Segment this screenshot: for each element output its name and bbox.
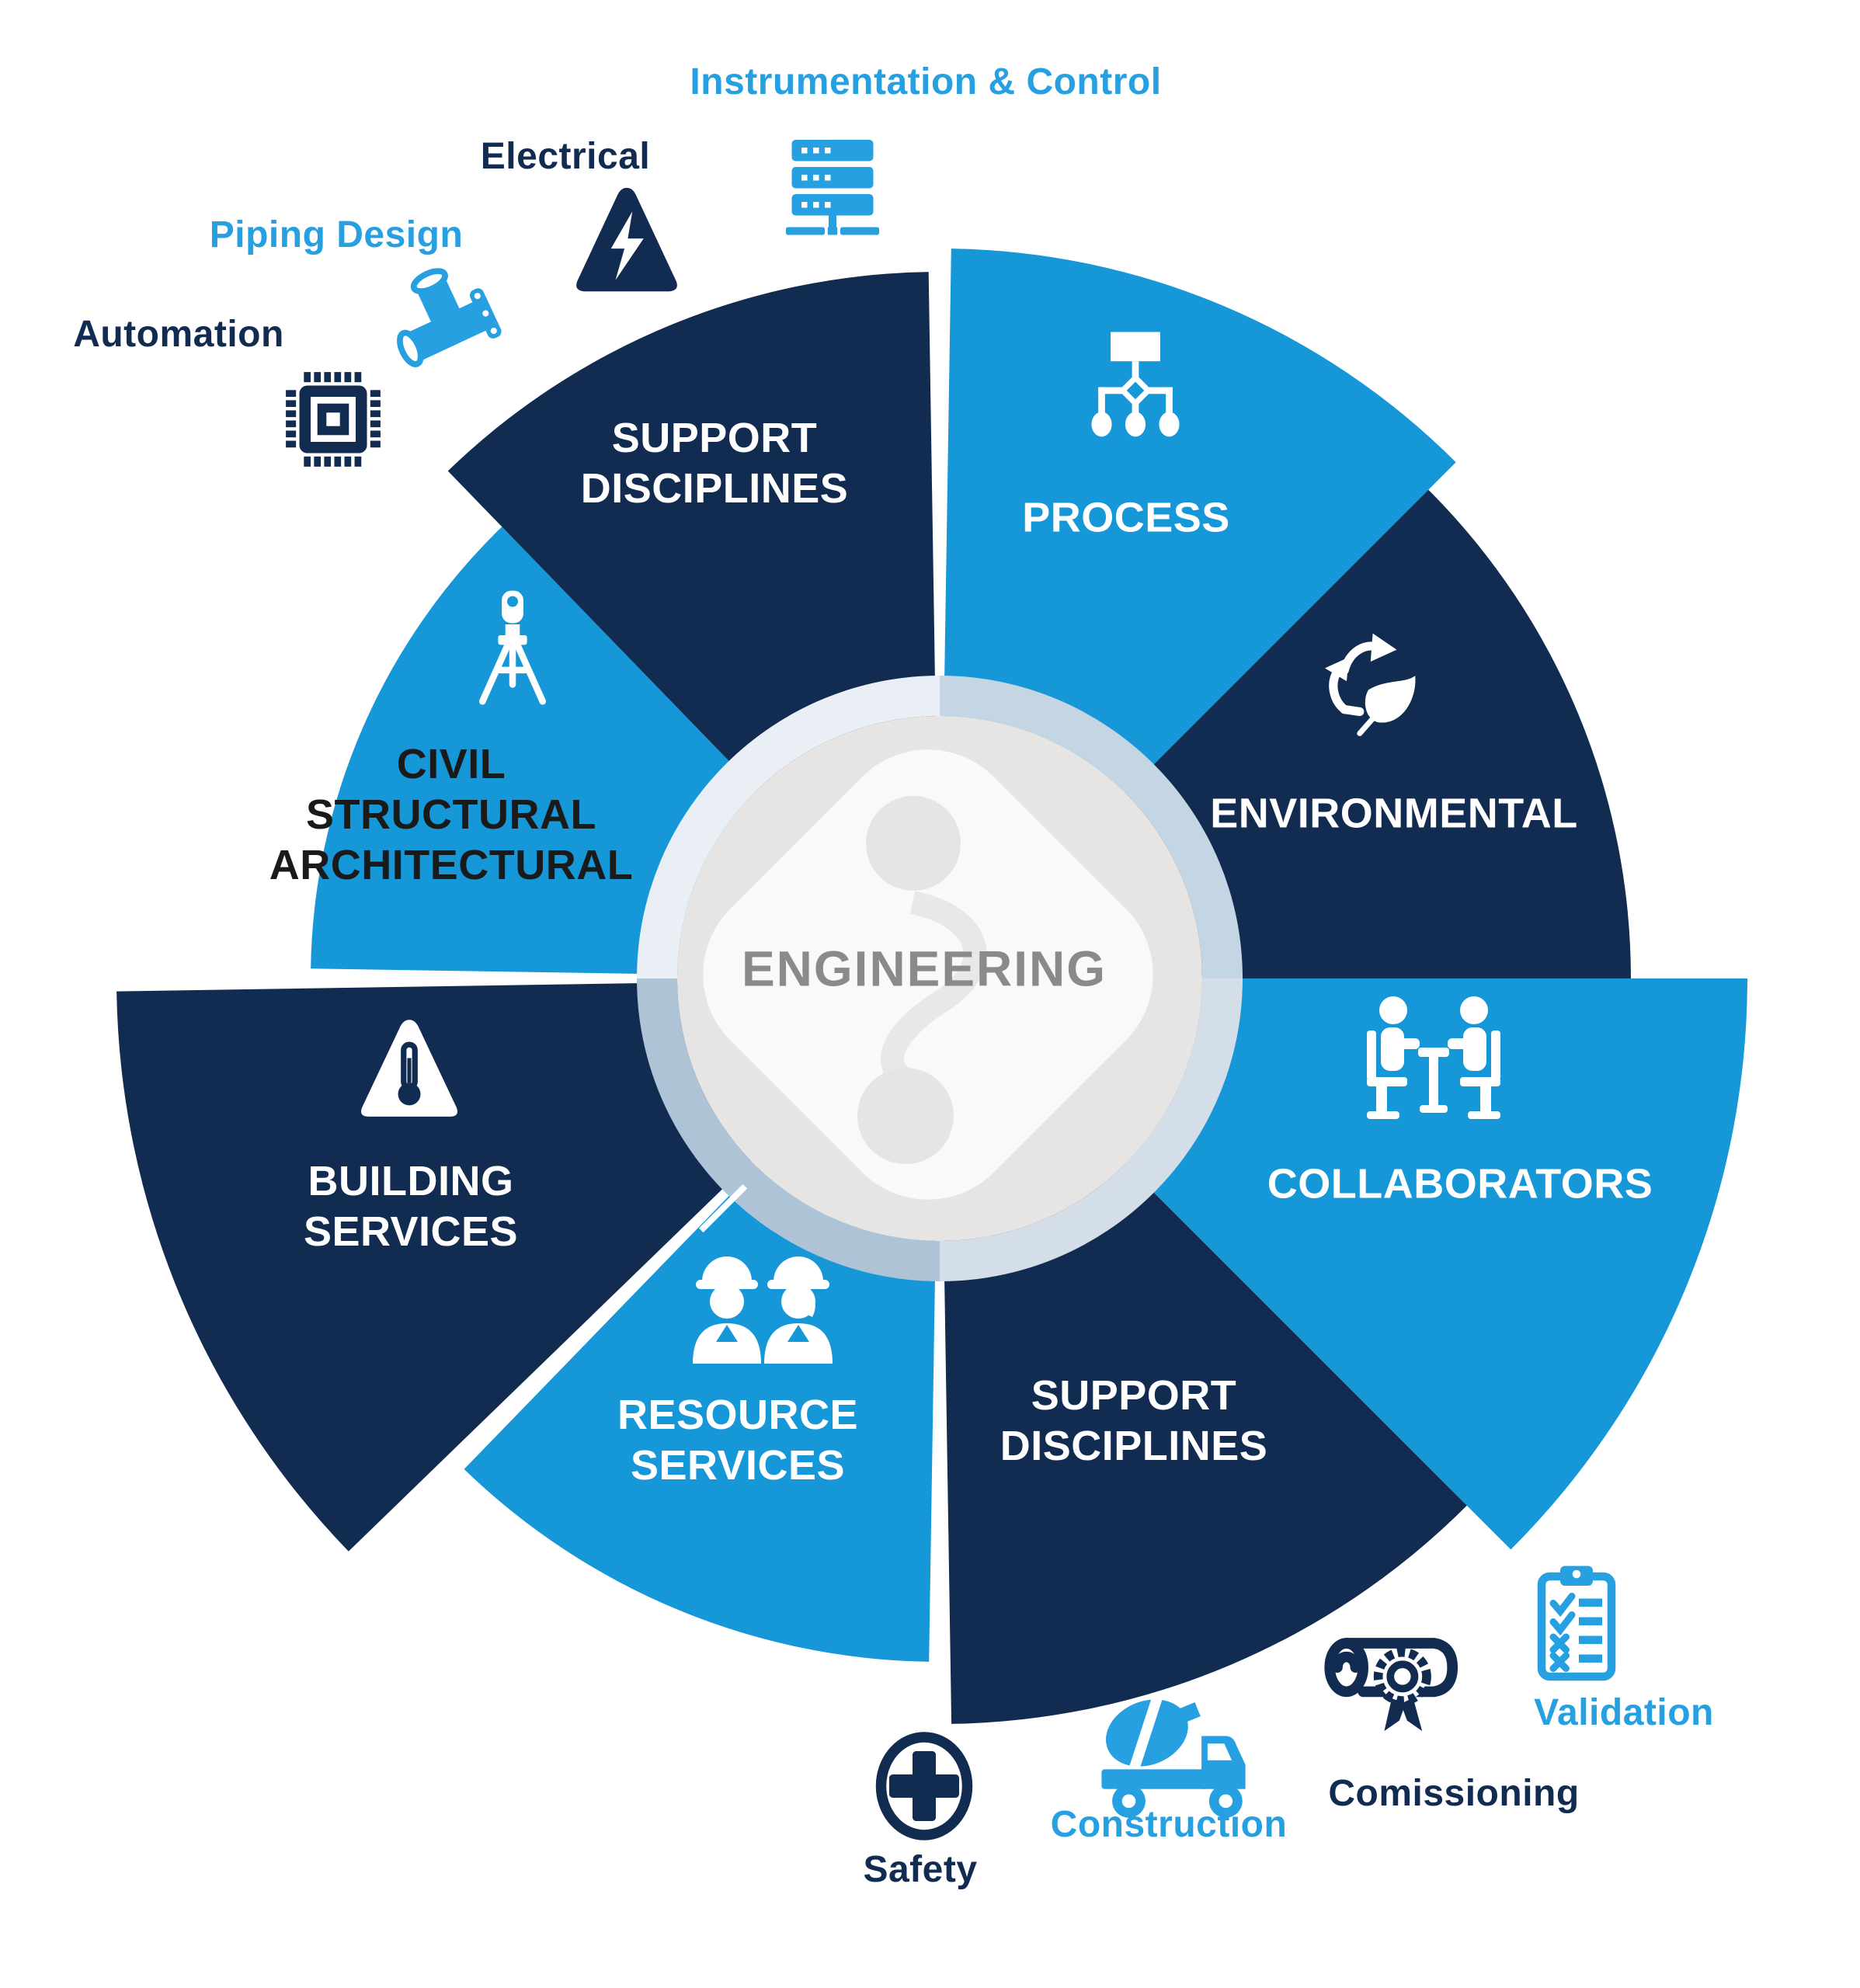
- thermometer-warning-icon: [361, 1020, 457, 1117]
- sector-label-process: PROCESS: [1022, 494, 1230, 541]
- hub-ring-bl: [637, 978, 940, 1281]
- hub-ring-tr: [940, 676, 1243, 978]
- recycle-leaf-icon: [1325, 633, 1416, 736]
- microchip-icon: [286, 372, 381, 467]
- construction-workers-icon: [693, 1256, 833, 1364]
- satellite-label-electrical: Electrical: [480, 135, 651, 177]
- sector-label-collaborators: COLLABORATORS: [1267, 1160, 1653, 1208]
- sector-label-civil-structural-architectural: CIVIL STRUCTURAL ARCHITECTURAL: [269, 740, 634, 888]
- first-aid-cross-icon: [875, 1732, 973, 1840]
- hub-ring-tl: [637, 676, 940, 978]
- engineering-logo-watermark: [703, 749, 1153, 1200]
- diploma-certificate-icon: [1324, 1638, 1458, 1732]
- mixer-truck-icon: [1101, 1694, 1246, 1818]
- sector-label-resource-services: RESOURCE SERVICES: [617, 1392, 859, 1489]
- flowchart-icon: [1091, 332, 1180, 437]
- sector-label-environmental: ENVIRONMENTAL: [1210, 790, 1578, 837]
- hub-ring-br: [940, 978, 1243, 1281]
- hub-ring-gap: [698, 1183, 748, 1233]
- satellite-label-comissioning: Comissioning: [1328, 1772, 1580, 1814]
- satellite-label-piping-design: Piping Design: [209, 214, 464, 255]
- center-hub: [637, 676, 1243, 1281]
- surveyor-tripod-icon: [478, 590, 547, 705]
- sector-label-support-disciplines-bottom: SUPPORT DISCIPLINES: [1000, 1372, 1268, 1469]
- high-voltage-triangle-icon: [576, 187, 677, 292]
- satellite-label-safety: Safety: [863, 1848, 978, 1890]
- sector-label-building-services: BUILDING SERVICES: [303, 1158, 519, 1255]
- center-title: ENGINEERING: [741, 940, 1107, 997]
- satellite-label-automation: Automation: [73, 313, 284, 355]
- pipe-fitting-icon: [397, 268, 502, 367]
- satellite-label-validation: Validation: [1534, 1691, 1714, 1733]
- meeting-table-icon: [1367, 996, 1500, 1119]
- checklist-clipboard-icon: [1537, 1566, 1616, 1681]
- server-rack-icon: [786, 140, 879, 235]
- sector-label-support-disciplines-top: SUPPORT DISCIPLINES: [580, 415, 849, 512]
- satellite-label-construction: Construction: [1050, 1803, 1288, 1845]
- satellite-label-instrumentation-control: Instrumentation & Control: [690, 61, 1162, 103]
